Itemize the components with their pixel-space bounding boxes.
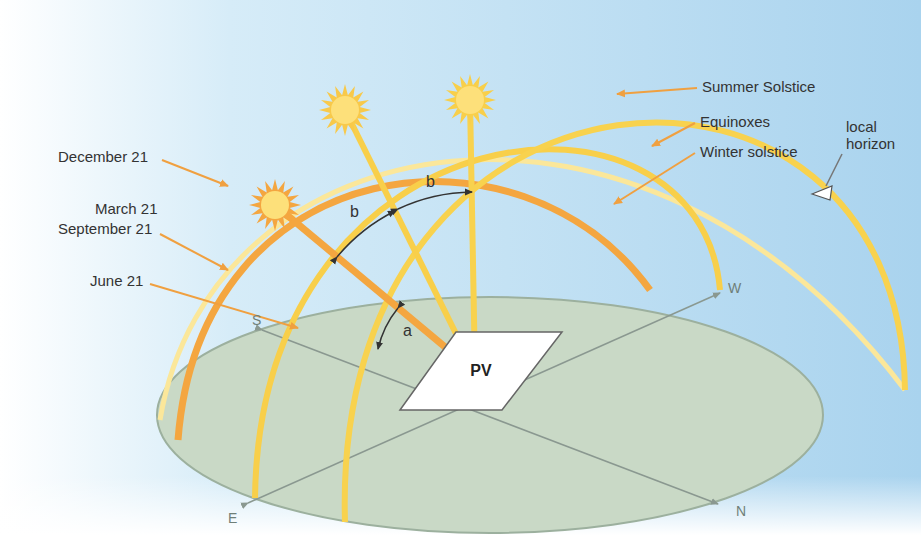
leader-line xyxy=(617,88,697,94)
date-label: March 21 xyxy=(95,200,158,217)
sun-disc xyxy=(331,96,359,124)
leader-line xyxy=(614,153,695,204)
leader-line xyxy=(150,284,298,328)
leader-line xyxy=(160,234,228,270)
compass-letter: W xyxy=(728,280,741,297)
date-label: December 21 xyxy=(58,148,148,165)
sun-ray xyxy=(470,100,475,372)
angle-arc xyxy=(337,211,395,257)
sun-rays xyxy=(319,84,371,136)
angle-label: b xyxy=(426,173,435,190)
summer-solstice-path xyxy=(345,122,905,522)
path-label: Winter solstice xyxy=(700,143,798,160)
path-label: Summer Solstice xyxy=(702,78,815,95)
compass-letter: N xyxy=(736,503,746,520)
panel-label: PV xyxy=(470,362,491,380)
leader-line xyxy=(826,154,842,186)
date-label: September 21 xyxy=(58,220,152,237)
horizon-label: local horizon xyxy=(846,118,916,152)
pv-panel: PV xyxy=(398,330,564,412)
sun-group xyxy=(249,74,496,231)
sun-rays xyxy=(444,74,496,126)
angle-label: a xyxy=(403,322,412,339)
date-label: June 21 xyxy=(90,272,143,289)
sun-rays xyxy=(249,179,301,231)
eye-symbol xyxy=(812,186,832,200)
east-west-axis xyxy=(248,293,720,503)
angle-label: b xyxy=(350,203,359,220)
leader-line xyxy=(162,160,228,186)
south-north-axis xyxy=(262,330,718,504)
leader-line xyxy=(652,123,695,146)
angle-arc xyxy=(398,192,472,209)
path-label: Equinoxes xyxy=(700,113,770,130)
compass-letter: S xyxy=(252,312,261,329)
compass-letter: E xyxy=(228,510,237,527)
winter-solstice-path xyxy=(178,182,650,440)
sun-disc xyxy=(261,191,289,219)
sun-disc xyxy=(456,86,484,114)
equinox-path xyxy=(255,149,720,498)
angle-arc xyxy=(378,308,398,349)
